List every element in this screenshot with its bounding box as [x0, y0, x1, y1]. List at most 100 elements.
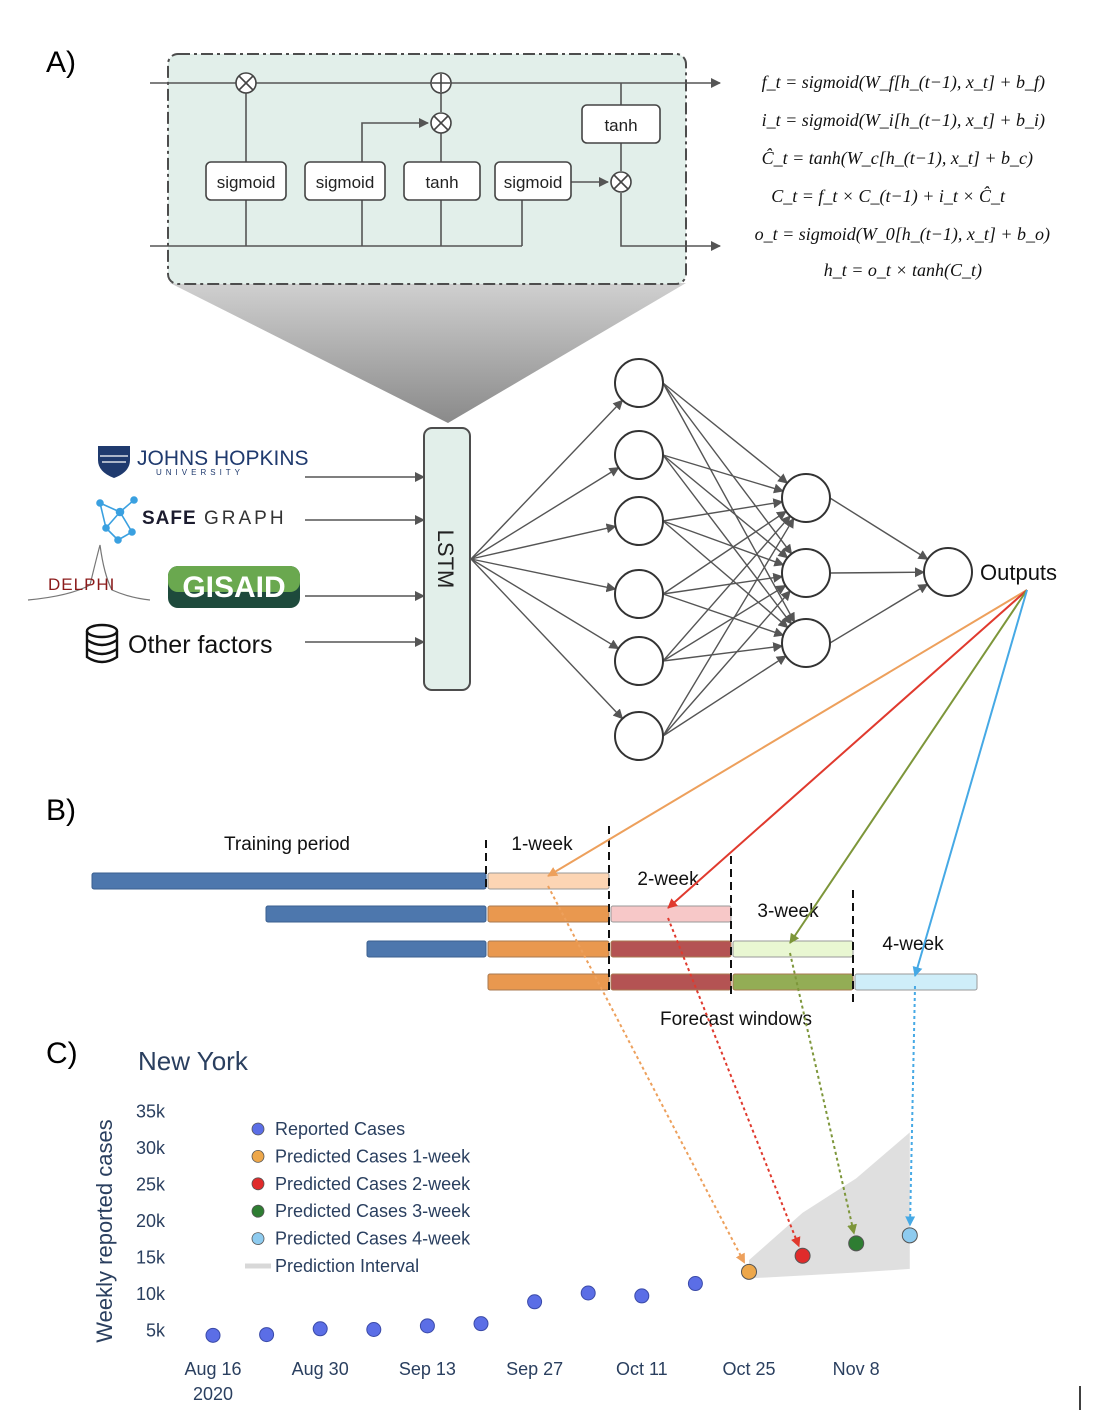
- hidden1-node-2: [614, 496, 664, 546]
- window-label-1-week: 1-week: [511, 834, 573, 855]
- lstm-block: [423, 427, 471, 691]
- safegraph-logo: SAFE GRAPH: [96, 496, 287, 544]
- multiply-op-output: [610, 171, 632, 193]
- connector-2-week-dotted: [667, 917, 801, 1248]
- edge-h1-4-h2-1: [662, 584, 787, 662]
- y-tick-label: 20k: [136, 1211, 166, 1231]
- hidden1-node-1: [614, 430, 664, 480]
- x-tick-year: 2020: [193, 1384, 233, 1404]
- panel-label-c: C): [46, 1037, 78, 1070]
- x-tick-label: Aug 16: [184, 1359, 241, 1379]
- y-tick-label: 25k: [136, 1175, 166, 1195]
- gate-output-sigmoid: sigmoid: [494, 161, 572, 201]
- reported-point-2: [312, 1321, 328, 1337]
- edge-h1-3-h2-1: [662, 572, 784, 595]
- delphi-logo: DELPHI: [27, 544, 151, 601]
- reported-point-8: [634, 1288, 650, 1304]
- delphi-wave-icon: [27, 544, 151, 601]
- reported-point-7: [580, 1285, 596, 1301]
- database-icon: [85, 623, 119, 664]
- equation-forget: f_t = sigmoid(W_f[h_(t−1), x_t] + b_f): [762, 72, 1045, 93]
- forecast-bar-row-3-week-1: [487, 973, 610, 991]
- edge-lstm-to-h1-5: [470, 558, 624, 720]
- panel-label-b: B): [46, 794, 76, 827]
- gate-forget-sigmoid: sigmoid: [205, 161, 287, 201]
- gisaid-name: GISAID: [182, 571, 285, 604]
- x-tick-label: Oct 11: [616, 1359, 668, 1379]
- forecast-bar-row-3-week-2: [610, 973, 732, 991]
- training-bar-row-2: [366, 940, 487, 958]
- svg-text:tanh: tanh: [604, 116, 637, 135]
- edge-h1-2-h2-0: [662, 498, 784, 522]
- input-sources: JOHNS HOPKINS UNIVERSITY SAFE GRAPH: [27, 446, 425, 664]
- x-tick-label: Aug 30: [292, 1359, 349, 1379]
- edge-h1-5-h2-1: [662, 590, 791, 737]
- predicted-point-1-week: [741, 1263, 757, 1280]
- hidden2-node-0: [781, 473, 831, 523]
- jhu-logo: JOHNS HOPKINS UNIVERSITY: [98, 446, 309, 478]
- reported-point-1: [259, 1327, 275, 1343]
- equation-hidden: h_t = o_t × tanh(C_t): [824, 260, 982, 281]
- edge-h1-4-h2-2: [662, 642, 784, 662]
- y-tick-label: 15k: [136, 1248, 166, 1268]
- add-op-cell: [430, 72, 452, 94]
- edge-h1-0-h2-1: [662, 382, 793, 555]
- output-tanh-box: tanh: [581, 104, 661, 144]
- reported-point-6: [527, 1294, 543, 1310]
- forecast-bar-row-1-week-1: [487, 905, 610, 923]
- edge-h1-1-h2-2: [662, 454, 793, 625]
- safegraph-light: GRAPH: [204, 508, 287, 529]
- chart-title: New York: [138, 1046, 249, 1076]
- x-tick-label: Sep 27: [506, 1359, 563, 1379]
- other-factors: Other factors: [85, 623, 273, 664]
- edge-h2-0-out: [829, 497, 929, 560]
- forecast-bar-row-3-week-4: [854, 973, 978, 991]
- legend-label: Prediction Interval: [275, 1256, 419, 1276]
- edge-h1-0-h2-0: [662, 382, 789, 484]
- gate-label: sigmoid: [217, 173, 276, 192]
- gate-label: sigmoid: [504, 173, 563, 192]
- edge-h1-2-h2-2: [662, 520, 789, 629]
- predicted-point-2-week: [794, 1247, 811, 1264]
- outputs-label: Outputs: [980, 560, 1057, 585]
- new-york-chart: New York Weekly reported cases 5k10k15k2…: [92, 1046, 918, 1404]
- edge-h1-3-h2-0: [662, 510, 787, 595]
- hidden1-node-4: [614, 636, 664, 686]
- legend-swatch: [251, 1204, 265, 1218]
- edge-lstm-to-h1-1: [470, 467, 620, 560]
- legend-label: Reported Cases: [275, 1119, 405, 1139]
- safegraph-bold: SAFE: [142, 508, 197, 529]
- edge-h1-1-h2-1: [662, 454, 789, 559]
- forecast-windows-diagram: Training period 1-week 2-week 3-week 4-w…: [91, 826, 978, 1030]
- hidden2-node-2: [781, 618, 831, 668]
- connector-2-week: [667, 589, 1028, 909]
- hidden1-node-5: [614, 711, 664, 761]
- edge-h1-5-h2-2: [662, 655, 787, 737]
- forecast-bar-row-1-week-2: [610, 905, 732, 923]
- predicted-point-3-week: [848, 1235, 865, 1252]
- hidden1-node-3: [614, 569, 664, 619]
- edge-lstm-to-h1-4: [470, 558, 620, 650]
- training-period-label: Training period: [224, 834, 350, 855]
- training-bar-row-1: [265, 905, 487, 923]
- prediction-interval-band: [749, 1132, 910, 1279]
- hidden1-node-0: [614, 358, 664, 408]
- neural-network: LSTM Outputs: [423, 358, 1057, 761]
- legend-label: Predicted Cases 3-week: [275, 1201, 471, 1221]
- lstm-cell-diagram: sigmoid sigmoid tanh sigmoid tanh: [150, 53, 721, 423]
- equation-output: o_t = sigmoid(W_0[h_(t−1), x_t] + b_o): [755, 224, 1050, 245]
- forecast-bar-row-2-week-3: [732, 940, 854, 958]
- lstm-equations: f_t = sigmoid(W_f[h_(t−1), x_t] + b_f) i…: [755, 72, 1050, 281]
- predicted-point-4-week: [901, 1227, 918, 1244]
- reported-point-0: [205, 1327, 221, 1343]
- x-tick-label: Nov 8: [833, 1359, 880, 1379]
- legend-swatch: [251, 1177, 265, 1191]
- connector-1-week: [547, 589, 1028, 877]
- edge-lstm-to-h1-2: [470, 523, 617, 560]
- connector-4-week: [912, 589, 1028, 977]
- legend-label: Predicted Cases 1-week: [275, 1146, 471, 1166]
- panel-label-a: A): [46, 46, 76, 79]
- reported-point-9: [687, 1276, 703, 1292]
- legend-swatch: [251, 1122, 265, 1136]
- safegraph-network-icon: [96, 496, 138, 544]
